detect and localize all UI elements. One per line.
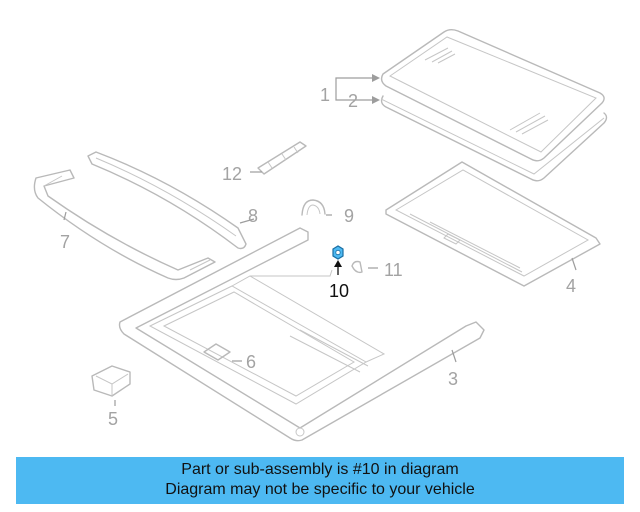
callout-5[interactable]: 5 [108, 409, 118, 429]
callout-2[interactable]: 2 [348, 91, 358, 111]
callout-8[interactable]: 8 [248, 206, 258, 226]
banner-line-1: Part or sub-assembly is #10 in diagram [181, 461, 459, 478]
banner-line-2: Diagram may not be specific to your vehi… [165, 481, 475, 498]
part-5-bracket [91, 365, 131, 397]
part-3-main-frame [118, 227, 485, 442]
callout-11[interactable]: 11 [384, 260, 403, 280]
info-banner: Part or sub-assembly is #10 in diagram D… [16, 457, 624, 504]
callout-4[interactable]: 4 [566, 276, 576, 296]
parts-diagram: 1 2 3 4 5 6 7 8 9 10 11 12 [33, 29, 608, 442]
part-1-glass-panel [380, 29, 605, 162]
callout-6[interactable]: 6 [246, 352, 256, 372]
part-12-trim [257, 141, 307, 175]
part-8-rail [87, 151, 247, 250]
callout-12[interactable]: 12 [222, 164, 242, 184]
part-9-clip [301, 199, 326, 216]
callout-10[interactable]: 10 [329, 281, 349, 301]
part-10-nut-highlighted [332, 245, 344, 260]
part-2-seal [380, 95, 608, 182]
callout-3[interactable]: 3 [448, 369, 458, 389]
callout-9[interactable]: 9 [344, 206, 354, 226]
part-4-sunshade [385, 161, 601, 287]
part-6-plate [203, 343, 231, 361]
callout-1[interactable]: 1 [320, 85, 330, 105]
part-7-frame [33, 169, 216, 281]
part-11-clip [351, 260, 363, 274]
leader-lines [63, 74, 577, 406]
callout-7[interactable]: 7 [60, 232, 70, 252]
